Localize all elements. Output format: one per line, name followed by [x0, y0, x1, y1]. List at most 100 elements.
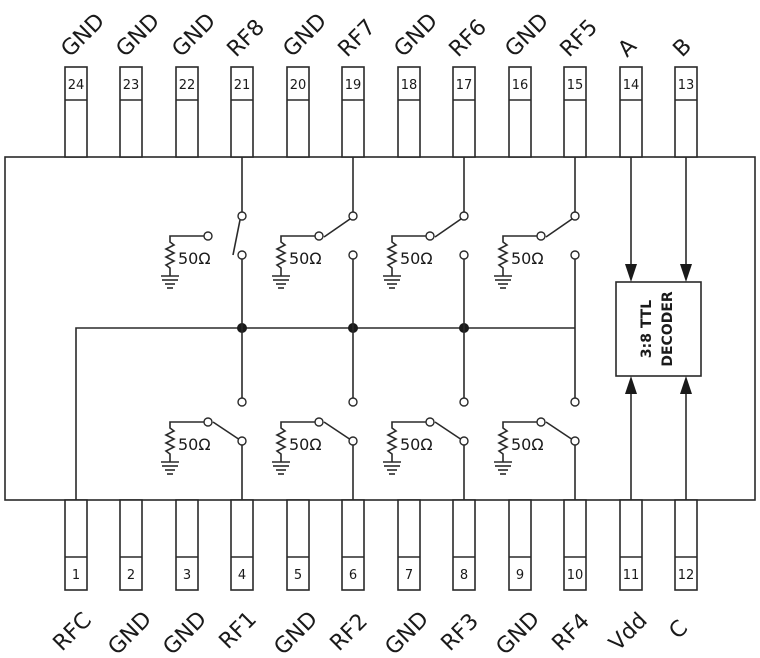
- svg-text:1: 1: [72, 568, 80, 583]
- pin-label-2: GND: [104, 607, 157, 658]
- top-pins: 24 23 22 21 20 19 18 17 16 15 14 13: [64, 66, 698, 158]
- arrow-down-icon: [625, 264, 637, 282]
- svg-text:9: 9: [516, 568, 524, 583]
- svg-text:16: 16: [512, 78, 529, 93]
- pin-2: 2: [119, 499, 143, 591]
- ttl-decoder: 3:8 TTL DECODER: [615, 157, 702, 500]
- svg-text:3:8 TTL: 3:8 TTL: [639, 300, 655, 358]
- svg-text:12: 12: [678, 568, 695, 583]
- svg-text:50Ω: 50Ω: [289, 249, 322, 268]
- svg-text:11: 11: [623, 568, 640, 583]
- svg-text:13: 13: [678, 78, 695, 93]
- top-pin-labels: GND GND GND RF8 GND RF7 GND RF6 GND RF5 …: [57, 9, 697, 62]
- resistor-50ohm: 50Ω: [160, 231, 213, 289]
- svg-text:50Ω: 50Ω: [511, 435, 544, 454]
- switch-blade-rf7: [323, 218, 351, 238]
- switch-blade-rf2: [323, 421, 352, 441]
- bottom-pin-labels: RFC GND GND RF1 GND RF2 GND RF3 GND RF4 …: [49, 607, 694, 658]
- switch-column-1: [212, 157, 247, 500]
- pin-15: 15: [563, 66, 587, 158]
- svg-text:21: 21: [234, 78, 251, 93]
- svg-text:10: 10: [567, 568, 584, 583]
- pin-label-6: RF2: [326, 609, 373, 656]
- svg-text:24: 24: [68, 78, 85, 93]
- pin-label-5: GND: [270, 607, 323, 658]
- pin-11: 11: [619, 499, 643, 591]
- switch-blade-rf1: [212, 421, 241, 441]
- svg-text:50Ω: 50Ω: [178, 435, 211, 454]
- pin-label-1: RFC: [49, 608, 97, 656]
- pin-label-10: RF4: [548, 609, 595, 656]
- resistor-50ohm: 50Ω: [493, 417, 546, 475]
- resistor-50ohm: 50Ω: [493, 231, 546, 289]
- pin-label-12: C: [665, 616, 694, 645]
- svg-text:23: 23: [123, 78, 140, 93]
- pin-label-21: RF8: [223, 15, 270, 62]
- svg-text:6: 6: [349, 568, 357, 583]
- pin-16: 16: [508, 66, 532, 158]
- pin-1: 1: [64, 499, 88, 591]
- svg-text:17: 17: [456, 78, 473, 93]
- svg-text:50Ω: 50Ω: [178, 249, 211, 268]
- svg-text:50Ω: 50Ω: [400, 249, 433, 268]
- pin-17: 17: [452, 66, 476, 158]
- pin-label-8: RF3: [437, 609, 484, 656]
- pin-23: 23: [119, 66, 143, 158]
- bottom-pins: 1 2 3 4 5 6 7 8 9 10 11 12: [64, 499, 698, 591]
- svg-text:15: 15: [567, 78, 584, 93]
- svg-text:4: 4: [238, 568, 246, 583]
- resistor-50ohm: 50Ω: [271, 231, 324, 289]
- svg-text:3: 3: [183, 568, 191, 583]
- pin-label-13: B: [669, 34, 697, 62]
- pin-label-18: GND: [390, 9, 443, 62]
- pin-13: 13: [674, 66, 698, 158]
- switch-column-4: [545, 157, 580, 500]
- termination-resistors-bottom: 50Ω 50Ω 50Ω 50Ω: [160, 417, 546, 475]
- resistor-50ohm: 50Ω: [271, 417, 324, 475]
- svg-text:50Ω: 50Ω: [400, 435, 433, 454]
- svg-text:14: 14: [623, 78, 640, 93]
- pin-14: 14: [619, 66, 643, 158]
- pin-10: 10: [563, 499, 587, 591]
- pin-label-20: GND: [279, 9, 332, 62]
- pin-3: 3: [175, 499, 199, 591]
- svg-text:22: 22: [179, 78, 196, 93]
- pin-22: 22: [175, 66, 199, 158]
- pin-label-15: RF5: [556, 15, 603, 62]
- pin-4: 4: [230, 499, 254, 591]
- svg-text:8: 8: [460, 568, 468, 583]
- pin-label-4: RF1: [215, 607, 262, 654]
- pin-label-24: GND: [57, 9, 110, 62]
- pin-21: 21: [230, 66, 254, 158]
- pin-label-3: GND: [159, 607, 212, 658]
- arrow-up-icon: [625, 376, 637, 394]
- resistor-50ohm: 50Ω: [382, 417, 435, 475]
- svg-text:7: 7: [405, 568, 413, 583]
- switch-blade-rf5: [545, 218, 573, 238]
- switch-blade-rf6: [434, 218, 462, 238]
- svg-text:2: 2: [127, 568, 135, 583]
- pin-12: 12: [674, 499, 698, 591]
- pin-9: 9: [508, 499, 532, 591]
- svg-text:18: 18: [401, 78, 418, 93]
- pin-label-11: Vdd: [605, 608, 653, 656]
- switch-blade-rf3: [434, 421, 463, 441]
- switch-blade-rf4: [545, 421, 574, 441]
- switch-column-3: [434, 157, 469, 500]
- pin-label-17: RF6: [445, 15, 492, 62]
- resistor-50ohm: 50Ω: [382, 231, 435, 289]
- svg-text:50Ω: 50Ω: [511, 249, 544, 268]
- pin-label-9: GND: [492, 607, 545, 658]
- pin-5: 5: [286, 499, 310, 591]
- pin-label-23: GND: [112, 9, 165, 62]
- pin-19: 19: [341, 66, 365, 158]
- switch-blade-rf8: [232, 219, 241, 256]
- pin-label-22: GND: [168, 9, 221, 62]
- pin-6: 6: [341, 499, 365, 591]
- pin-label-14: A: [614, 34, 642, 62]
- resistor-50ohm: 50Ω: [160, 417, 213, 475]
- pin-18: 18: [397, 66, 421, 158]
- pin-label-7: GND: [381, 607, 434, 658]
- pin-7: 7: [397, 499, 421, 591]
